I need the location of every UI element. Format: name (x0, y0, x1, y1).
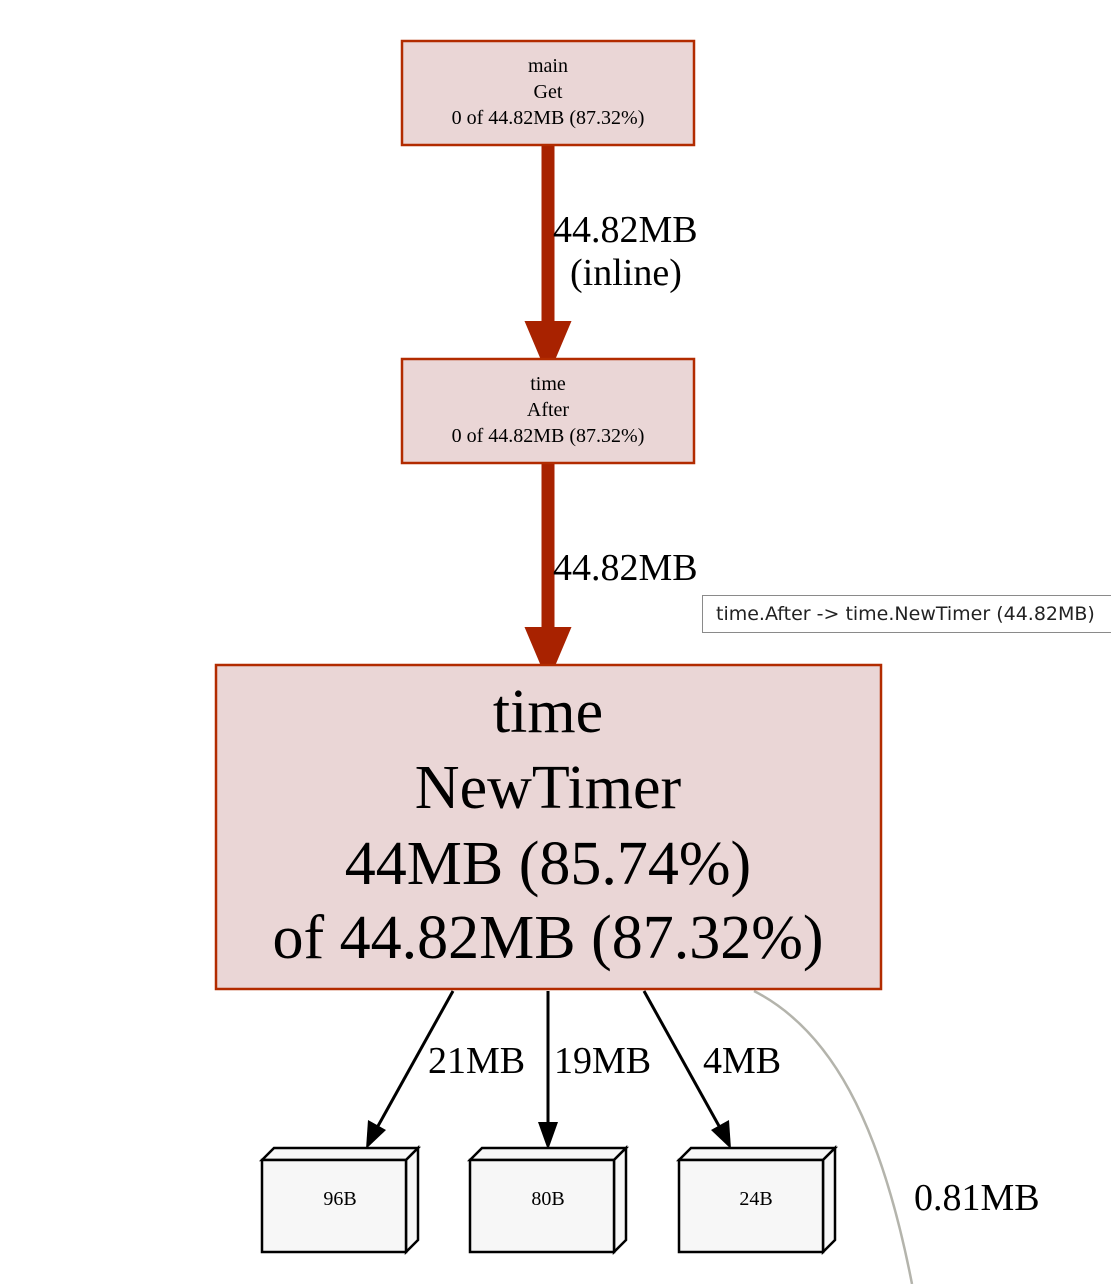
edge-newtimer-to-24b-arrowhead (711, 1120, 731, 1149)
edge-main-to-after-arrowhead (524, 321, 572, 377)
edge-newtimer-to-24b[interactable]: 4MB (642, 990, 781, 1149)
edge-newtimer-to-24b-label: 4MB (703, 1040, 781, 1082)
node-main-get-stats: 0 of 44.82MB (87.32%) (452, 107, 645, 129)
node-time-newtimer-package: time (493, 678, 603, 746)
leaf-node-96b-label: 96B (323, 1188, 356, 1210)
edge-newtimer-offscreen[interactable]: 0.81MB (753, 989, 1040, 1284)
node-main-get-package: main (528, 55, 568, 77)
edge-newtimer-to-24b-line (642, 990, 721, 1127)
leaf-node-96b-top-face (258, 1146, 422, 1162)
leaf-node-24b-box (677, 1158, 825, 1254)
edge-main-to-after[interactable]: 44.82MB (inline) (524, 146, 698, 377)
edge-main-to-after-inline-label: (inline) (570, 252, 682, 294)
leaf-node-80b-label: 80B (531, 1188, 564, 1210)
leaf-node-80b-box (468, 1158, 616, 1254)
edge-after-to-newtimer[interactable]: 44.82MB (524, 464, 698, 683)
node-time-after-box (400, 357, 696, 465)
edge-newtimer-to-80b-arrowhead (538, 1122, 558, 1150)
edge-newtimer-offscreen-label: 0.81MB (914, 1177, 1040, 1219)
node-time-after[interactable]: time After 0 of 44.82MB (87.32%) (400, 357, 696, 465)
node-main-get-box (400, 39, 696, 147)
leaf-node-80b-side-face (612, 1144, 628, 1256)
node-time-newtimer[interactable]: time NewTimer 44MB (85.74%) of 44.82MB (… (214, 663, 883, 991)
edge-after-to-newtimer-label: 44.82MB (553, 547, 698, 589)
edge-tooltip-text: time.After -> time.NewTimer (44.82MB) (716, 603, 1095, 625)
edge-newtimer-to-96b-line (376, 990, 455, 1127)
leaf-node-24b-label: 24B (739, 1188, 772, 1210)
edge-newtimer-to-80b[interactable]: 19MB (538, 991, 651, 1150)
edge-newtimer-offscreen-line (753, 989, 914, 1284)
leaf-node-24b-top-face (675, 1146, 839, 1162)
edge-after-to-newtimer-arrowhead (524, 627, 572, 683)
edge-newtimer-to-96b[interactable]: 21MB (366, 990, 525, 1149)
edge-newtimer-to-96b-label: 21MB (428, 1040, 525, 1082)
node-time-after-function: After (527, 399, 570, 421)
node-time-after-package: time (530, 373, 566, 395)
leaf-node-24b-side-face (821, 1144, 837, 1256)
node-main-get[interactable]: main Get 0 of 44.82MB (87.32%) (400, 39, 696, 147)
leaf-node-80b-top-face (466, 1146, 630, 1162)
edge-main-to-after-label: 44.82MB (553, 209, 698, 251)
node-main-get-function: Get (534, 81, 563, 103)
leaf-node-96b-side-face (404, 1144, 420, 1256)
leaf-node-24b[interactable]: 24B (675, 1144, 839, 1256)
node-time-newtimer-flat: 44MB (85.74%) (345, 830, 751, 898)
node-time-newtimer-function: NewTimer (415, 754, 682, 822)
leaf-node-80b[interactable]: 80B (466, 1144, 630, 1256)
edge-newtimer-to-96b-arrowhead (366, 1120, 386, 1149)
node-time-newtimer-box (214, 663, 883, 991)
leaf-node-96b[interactable]: 96B (258, 1144, 422, 1256)
node-time-newtimer-cum: of 44.82MB (87.32%) (272, 904, 823, 972)
edge-tooltip: time.After -> time.NewTimer (44.82MB) (702, 595, 1111, 633)
leaf-node-96b-box (260, 1158, 408, 1254)
node-time-after-stats: 0 of 44.82MB (87.32%) (452, 425, 645, 447)
edge-newtimer-to-80b-label: 19MB (554, 1040, 651, 1082)
